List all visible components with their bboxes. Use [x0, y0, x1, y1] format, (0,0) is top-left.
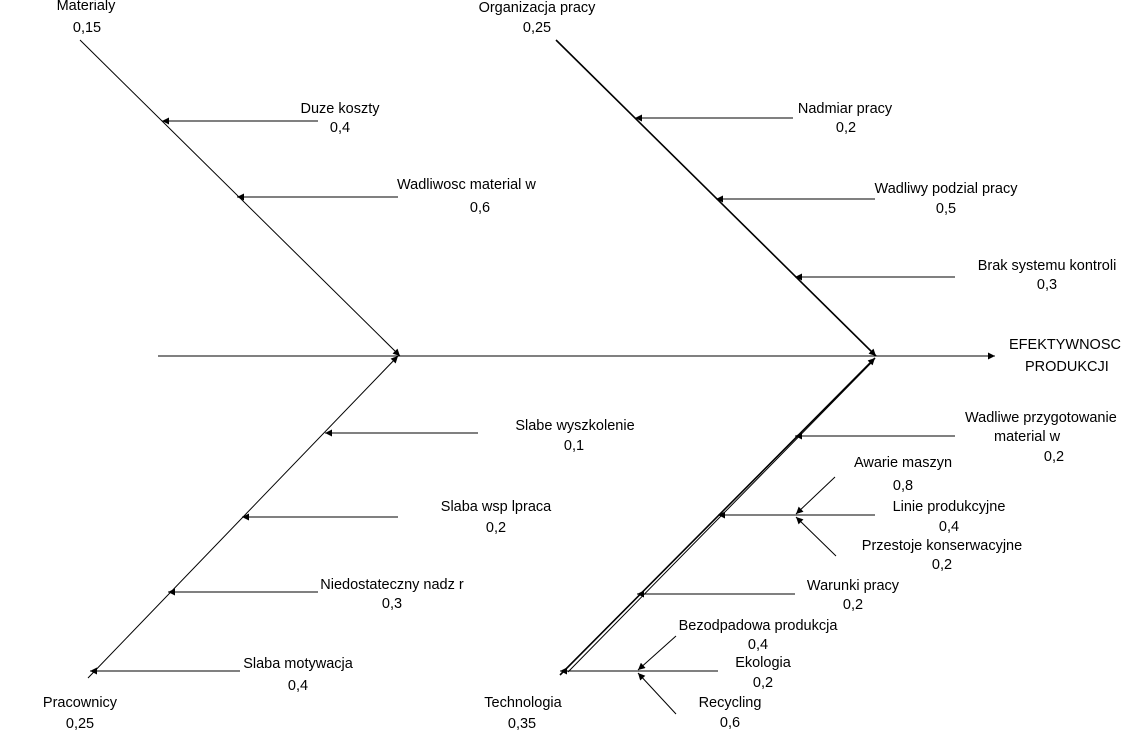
cause-linie-produkcyjne-weight: 0,4 — [939, 519, 959, 535]
category-pracownicy-label: Pracownicy — [43, 695, 118, 711]
cause-slaba-wspolpraca-label: Slaba wsp lpraca — [441, 499, 552, 515]
cause-ekologia-label: Ekologia — [735, 655, 792, 671]
subcause-przestoje-weight: 0,2 — [932, 557, 952, 573]
cause-wadliwe-przygotowanie-line1: Wadliwe przygotowanie — [965, 410, 1117, 426]
bone-technologia — [559, 357, 876, 676]
cause-duze-koszty-label: Duze koszty — [301, 101, 381, 117]
bone-materialy — [79, 39, 401, 357]
cause-wadliwosc-weight: 0,6 — [470, 200, 490, 216]
arrow-bezodpadowa — [637, 635, 677, 671]
subcause-przestoje-label: Przestoje konserwacyjne — [862, 538, 1022, 554]
cause-wadliwe-przygotowanie-line2: material w — [994, 429, 1061, 445]
effect-label-line1: EFEKTYWNOSC — [1009, 337, 1121, 353]
cause-wadliwe-przygotowanie-weight: 0,2 — [1044, 449, 1064, 465]
cause-niedostateczny-nadzor-label: Niedostateczny nadz r — [320, 577, 464, 593]
cause-ekologia-weight: 0,2 — [753, 675, 773, 691]
cause-slaba-wspolpraca-weight: 0,2 — [486, 520, 506, 536]
bone-organizacja — [555, 39, 877, 357]
subcause-bezodpadowa-label: Bezodpadowa produkcja — [679, 618, 839, 634]
subcause-recycling-weight: 0,6 — [720, 715, 740, 731]
cause-slabe-wyszkolenie-label: Slabe wyszkolenie — [515, 418, 634, 434]
category-materialy-label: Materialy — [57, 0, 117, 14]
cause-wadliwy-podzial-weight: 0,5 — [936, 201, 956, 217]
category-organizacja-label: Organizacja pracy — [479, 0, 597, 16]
category-technologia-weight: 0,35 — [508, 716, 536, 732]
category-pracownicy-weight: 0,25 — [66, 716, 94, 732]
cause-brak-kontroli-label: Brak systemu kontroli — [978, 258, 1117, 274]
subcause-awarie-maszyn-weight: 0,8 — [893, 478, 913, 494]
arrow-recycling — [637, 672, 677, 715]
cause-wadliwy-podzial-label: Wadliwy podzial pracy — [875, 181, 1019, 197]
cause-brak-kontroli-weight: 0,3 — [1037, 277, 1057, 293]
subcause-bezodpadowa-weight: 0,4 — [748, 637, 768, 653]
cause-nadmiar-pracy-label: Nadmiar pracy — [798, 101, 893, 117]
cause-linie-produkcyjne-label: Linie produkcyjne — [893, 499, 1006, 515]
cause-warunki-pracy-weight: 0,2 — [843, 597, 863, 613]
category-materialy-weight: 0,15 — [73, 20, 101, 36]
cause-wadliwosc-label: Wadliwosc material w — [397, 177, 536, 193]
arrow-przestoje — [795, 516, 837, 557]
cause-slaba-motywacja-label: Slaba motywacja — [243, 656, 354, 672]
subcause-awarie-maszyn-label: Awarie maszyn — [854, 455, 952, 471]
arrow-awarie-maszyn — [795, 476, 836, 515]
cause-niedostateczny-nadzor-weight: 0,3 — [382, 596, 402, 612]
cause-nadmiar-pracy-weight: 0,2 — [836, 120, 856, 136]
category-organizacja-weight: 0,25 — [523, 20, 551, 36]
subcause-recycling-label: Recycling — [699, 695, 762, 711]
cause-warunki-pracy-label: Warunki pracy — [807, 578, 900, 594]
category-technologia-label: Technologia — [484, 695, 562, 711]
effect-label-line2: PRODUKCJI — [1025, 359, 1109, 375]
cause-slaba-motywacja-weight: 0,4 — [288, 678, 308, 694]
cause-duze-koszty-weight: 0,4 — [330, 120, 350, 136]
cause-slabe-wyszkolenie-weight: 0,1 — [564, 438, 584, 454]
